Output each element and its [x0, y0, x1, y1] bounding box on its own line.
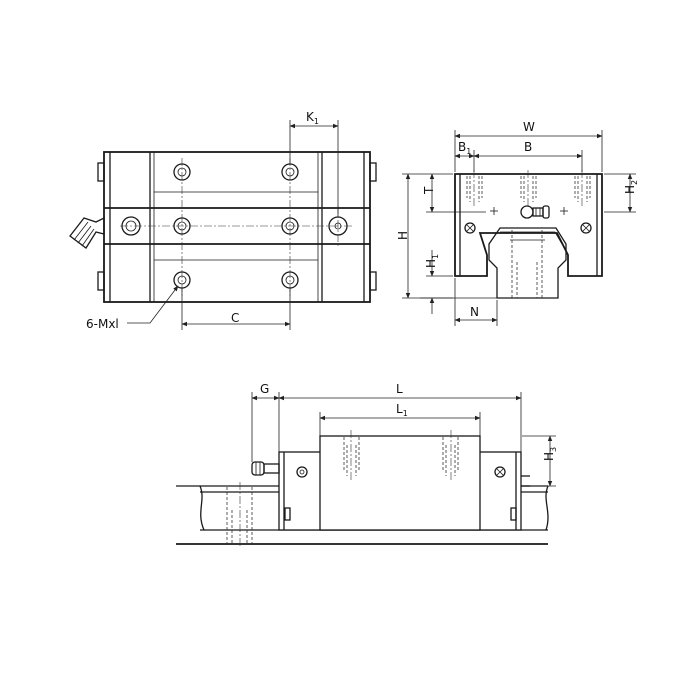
label-6-mxl: 6-Mxl: [86, 317, 119, 331]
dimension-labels: K1 C 6-Mxl W B1 B T H H1 H2 N G L L1 H3: [86, 110, 639, 461]
label-l: L: [396, 382, 403, 396]
threaded-holes-side-view: [343, 430, 459, 480]
label-l1: L1: [396, 402, 408, 418]
rail-profile-end-view: [488, 227, 567, 299]
top-view: [69, 120, 377, 330]
grease-nipple-side-view: [251, 461, 530, 487]
label-k1: K1: [306, 110, 319, 126]
label-h3: H3: [542, 447, 558, 461]
block-outline-top-view: [103, 151, 371, 303]
threaded-holes-end-view: [466, 170, 591, 206]
label-c: C: [231, 311, 239, 325]
label-h2: H2: [623, 180, 639, 194]
block-profile-end-view: [454, 173, 603, 277]
end-view: [402, 130, 636, 326]
grease-nipple-end-view: [520, 205, 550, 219]
label-g: G: [260, 382, 269, 396]
label-b1: B1: [458, 140, 471, 156]
label-b: B: [524, 140, 532, 154]
label-n: N: [470, 305, 479, 319]
label-h1: H1: [424, 254, 440, 268]
label-h: H: [396, 231, 410, 240]
label-w: W: [523, 120, 535, 134]
label-t: T: [422, 186, 436, 195]
side-view: [176, 392, 556, 548]
grease-nipple-top-view: [69, 216, 105, 249]
